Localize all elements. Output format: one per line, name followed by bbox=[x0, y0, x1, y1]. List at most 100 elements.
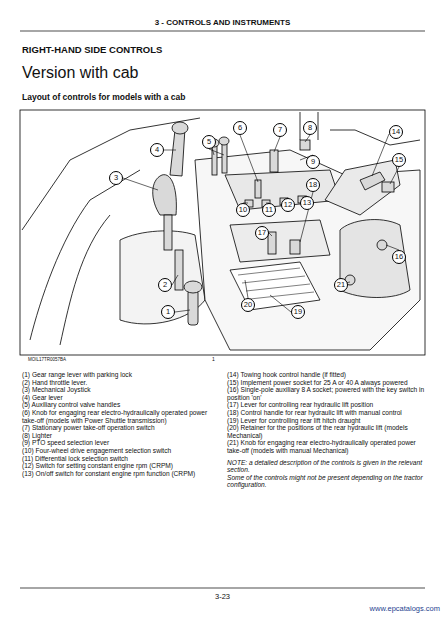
callout-number: 19 bbox=[291, 305, 305, 319]
leader-line bbox=[274, 137, 280, 152]
cab-drawing bbox=[238, 268, 314, 299]
cab-drawing bbox=[230, 220, 330, 262]
lever-drawing bbox=[175, 250, 183, 290]
leader-line bbox=[209, 149, 224, 155]
callout-number: 8 bbox=[303, 121, 317, 135]
callout-number: 16 bbox=[392, 250, 406, 264]
leader-line bbox=[305, 135, 310, 142]
cab-drawing bbox=[195, 150, 420, 350]
leader-line bbox=[390, 167, 399, 184]
callout-number: 13 bbox=[300, 196, 314, 210]
leader-line bbox=[164, 150, 176, 151]
cab-drawing bbox=[330, 130, 420, 145]
callout-text: 21 bbox=[337, 281, 345, 289]
cab-drawing bbox=[325, 160, 400, 215]
callout-text: 11 bbox=[265, 206, 273, 214]
callout-number: 7 bbox=[273, 123, 287, 137]
cab-drawing bbox=[340, 220, 410, 298]
callout-number: 3 bbox=[109, 171, 123, 185]
callout-text: 17 bbox=[258, 229, 266, 237]
section-heading: RIGHT-HAND SIDE CONTROLS bbox=[22, 44, 162, 55]
legend-item: (17) Lever for controlling rear hydrauli… bbox=[227, 401, 425, 409]
callout-text: 18 bbox=[309, 181, 317, 189]
legend-item: (15) Implement power socket for 25 A or … bbox=[227, 379, 425, 387]
callout-text: 1 bbox=[166, 308, 170, 316]
figure-number: 1 bbox=[212, 356, 232, 362]
legend-item: (2) Hand throttle lever. bbox=[22, 379, 218, 387]
callout-number: 1 bbox=[161, 305, 175, 319]
callout-number: 12 bbox=[281, 198, 295, 212]
callout-text: 13 bbox=[303, 199, 311, 207]
cab-drawing bbox=[300, 112, 318, 140]
callout-number: 21 bbox=[334, 278, 348, 292]
figure-heading: Layout of controls for models with a cab bbox=[22, 92, 342, 102]
lever-drawing bbox=[153, 122, 394, 325]
lever-drawing bbox=[222, 143, 227, 173]
lever-drawing bbox=[188, 290, 198, 325]
leader-line bbox=[172, 275, 178, 285]
callout-number: 20 bbox=[241, 298, 255, 312]
legend-item: (11) Differential lock selection switch bbox=[22, 455, 218, 463]
legend-column: (1) Gear range lever with parking lock(2… bbox=[22, 371, 218, 477]
legend-item: (16) Single-pole auxiliary 8 A socket; p… bbox=[227, 386, 425, 401]
rule-line bbox=[20, 31, 425, 588]
callout-text: 6 bbox=[238, 124, 242, 132]
legend-item: (9) PTO speed selection lever bbox=[22, 439, 218, 447]
legend-item: (19) Lever for controlling rear lift hit… bbox=[227, 417, 425, 425]
page-number: 3-23 bbox=[0, 592, 445, 601]
legend-item: (6) Knob for engaging rear electro-hydra… bbox=[22, 409, 218, 424]
callout-number: 15 bbox=[392, 153, 406, 167]
legend-item: (7) Stationary power take-off operation … bbox=[22, 424, 218, 432]
lever-drawing bbox=[212, 145, 217, 175]
callout-text: 10 bbox=[239, 206, 247, 214]
callout-text: 14 bbox=[392, 128, 400, 136]
page-header: 3 - CONTROLS AND INSTRUMENTS bbox=[0, 18, 445, 27]
leader-line bbox=[212, 148, 214, 155]
callout-number: 2 bbox=[158, 278, 172, 292]
callout-number: 17 bbox=[255, 226, 269, 240]
leader-line bbox=[123, 134, 399, 312]
rule-line bbox=[20, 31, 425, 32]
callout-number: 4 bbox=[150, 143, 164, 157]
leader-line bbox=[240, 135, 258, 182]
callout-text: 15 bbox=[395, 156, 403, 164]
callout-text: 16 bbox=[395, 253, 403, 261]
lever-drawing bbox=[268, 232, 276, 254]
legend-item: (21) Knob for engaging rear electro-hydr… bbox=[227, 439, 425, 454]
lever-drawing bbox=[170, 128, 185, 176]
cab-drawing bbox=[22, 118, 200, 230]
cab-drawing bbox=[60, 215, 110, 345]
legend-item: (3) Mechanical Joystick bbox=[22, 386, 218, 394]
callout-number: 14 bbox=[389, 125, 403, 139]
callout-number: 6 bbox=[233, 121, 247, 135]
callout-text: 5 bbox=[207, 138, 211, 146]
callout-number: 9 bbox=[306, 155, 320, 169]
callout-number: 18 bbox=[306, 178, 320, 192]
leader-line bbox=[175, 310, 190, 312]
callout-number: 11 bbox=[262, 203, 276, 217]
callout-text: 7 bbox=[278, 126, 282, 134]
leader-line bbox=[245, 280, 248, 298]
callout-text: 8 bbox=[308, 124, 312, 132]
legend-item: (10) Four-wheel drive engagement selecti… bbox=[22, 447, 218, 455]
note-text: Some of the controls might not be presen… bbox=[227, 474, 425, 489]
callout-text: 2 bbox=[163, 281, 167, 289]
lever-drawing bbox=[382, 182, 394, 192]
callout-text: 20 bbox=[244, 301, 252, 309]
legend-item: (13) On/off switch for constant engine r… bbox=[22, 470, 218, 478]
lever-drawing bbox=[270, 150, 278, 172]
lever-drawing bbox=[377, 240, 387, 250]
callout-text: 19 bbox=[294, 308, 302, 316]
note-text: NOTE: a detailed description of the cont… bbox=[227, 459, 425, 474]
legend-item: (1) Gear range lever with parking lock bbox=[22, 371, 218, 379]
leader-line bbox=[123, 178, 158, 190]
callout-number: 5 bbox=[202, 135, 216, 149]
legend-item: (4) Gear lever bbox=[22, 394, 218, 402]
leader-line bbox=[300, 192, 313, 242]
callout-text: 12 bbox=[284, 201, 292, 209]
callout-text: 9 bbox=[311, 158, 315, 166]
lever-drawing bbox=[172, 122, 188, 134]
legend-item: (20) Retainer for the positions of the r… bbox=[227, 424, 425, 439]
legend-item: (12) Switch for setting constant engine … bbox=[22, 462, 218, 470]
